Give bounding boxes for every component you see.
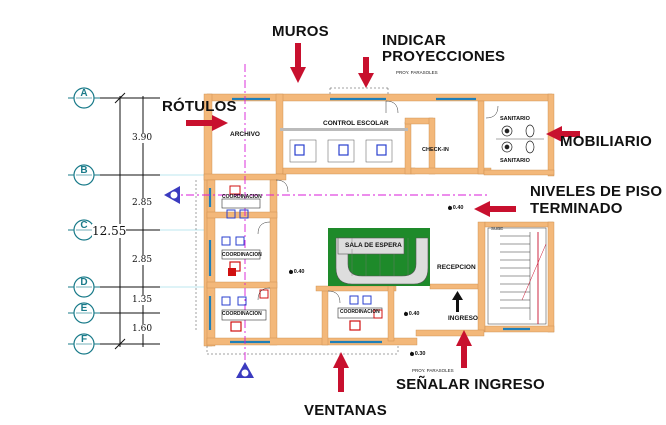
room-label-recepcion: RECEPCION	[437, 264, 476, 271]
arrow-mobiliario-icon	[546, 126, 580, 142]
arrow-niveles-icon	[474, 201, 516, 217]
ingreso-arrow-icon	[452, 291, 463, 312]
annotation-terminado: TERMINADO	[530, 200, 623, 217]
dimension-segment-5: 1.60	[132, 324, 153, 334]
axis-letter-e: E	[81, 303, 88, 314]
level-marker-icons	[289, 206, 452, 356]
dimension-chain	[100, 92, 160, 350]
arrow-proyecciones-icon	[358, 57, 374, 88]
annotation-ventanas: VENTANAS	[304, 402, 387, 419]
axis-marker-d	[68, 276, 100, 298]
stairs	[487, 227, 547, 325]
room-label-coordinacion-3: COORDINACION	[222, 311, 262, 317]
section-markers	[164, 186, 254, 378]
axis-markers: A B C D E F	[68, 87, 100, 355]
windows	[208, 97, 530, 344]
room-label-sanitario-bottom: SANITARIO	[500, 158, 530, 164]
axis-marker-e	[68, 302, 100, 324]
axis-marker-a	[68, 87, 100, 109]
dimension-segment-2: 2.85	[132, 198, 153, 208]
arrow-ventanas-icon	[333, 352, 349, 392]
annotation-arrows	[186, 43, 580, 392]
centerlines	[170, 64, 490, 378]
room-label-coordinacion-1: COORDINACION	[222, 194, 262, 200]
furniture-control-escolar	[280, 128, 408, 163]
dimension-total: 12.55	[92, 224, 127, 238]
level-label-3: + 0.40	[404, 311, 420, 317]
room-label-archivo: ARCHIVO	[230, 131, 260, 138]
annotation-senalar-ingreso: SEÑALAR INGRESO	[396, 376, 545, 393]
projection-label-top: PROY. PARASOLES	[396, 70, 438, 75]
level-label-2: + 0.40	[289, 269, 305, 275]
axis-letter-f: F	[81, 334, 87, 345]
door-swings	[257, 100, 499, 304]
level-label-4: + 0.30	[410, 351, 426, 357]
room-label-coordinacion-2: COORDINACION	[222, 252, 262, 258]
arrow-rotulos-icon	[186, 115, 228, 131]
room-label-control-escolar: CONTROL ESCOLAR	[323, 120, 389, 127]
arrow-ingreso-icon	[456, 330, 472, 368]
annotation-proyecciones: PROYECCIONES	[382, 48, 506, 65]
furniture-coordinacion	[221, 185, 383, 332]
dimension-segment-3: 2.85	[132, 255, 153, 265]
annotation-muros: MUROS	[272, 23, 329, 40]
dimension-segment-4: 1.35	[132, 295, 153, 305]
projection-label-bottom: PROY. PARASOLES	[412, 368, 454, 373]
annotation-rotulos: RÓTULOS	[162, 98, 237, 115]
axis-letter-b: B	[80, 165, 87, 176]
room-label-check-in: CHECK-IN	[422, 147, 449, 153]
arrow-muros-icon	[290, 43, 306, 83]
annotation-indicar: INDICAR	[382, 32, 446, 49]
axis-letter-c: C	[80, 220, 87, 231]
annotation-niveles: NIVELES DE PISO	[530, 183, 663, 200]
sanitario-fixtures	[496, 124, 544, 154]
room-label-sanitario-top: SANITARIO	[500, 116, 530, 122]
projection-lines	[195, 87, 399, 355]
room-label-sala-espera: SALA DE ESPERA	[345, 242, 402, 249]
axis-letter-d: D	[80, 277, 87, 288]
dimension-segment-1: 3.90	[132, 133, 153, 143]
grid-lines	[160, 174, 210, 288]
axis-letter-a: A	[80, 88, 87, 99]
room-label-sube: SUBE	[491, 226, 504, 231]
room-label-ingreso: INGRESO	[448, 315, 478, 322]
room-label-coordinacion-4: COORDINACION	[340, 309, 380, 315]
garden	[328, 228, 430, 286]
level-label-1: + 0.40	[448, 205, 464, 211]
annotation-mobiliario: MOBILIARIO	[560, 133, 652, 150]
axis-marker-b	[68, 164, 100, 186]
axis-marker-f	[68, 333, 100, 355]
